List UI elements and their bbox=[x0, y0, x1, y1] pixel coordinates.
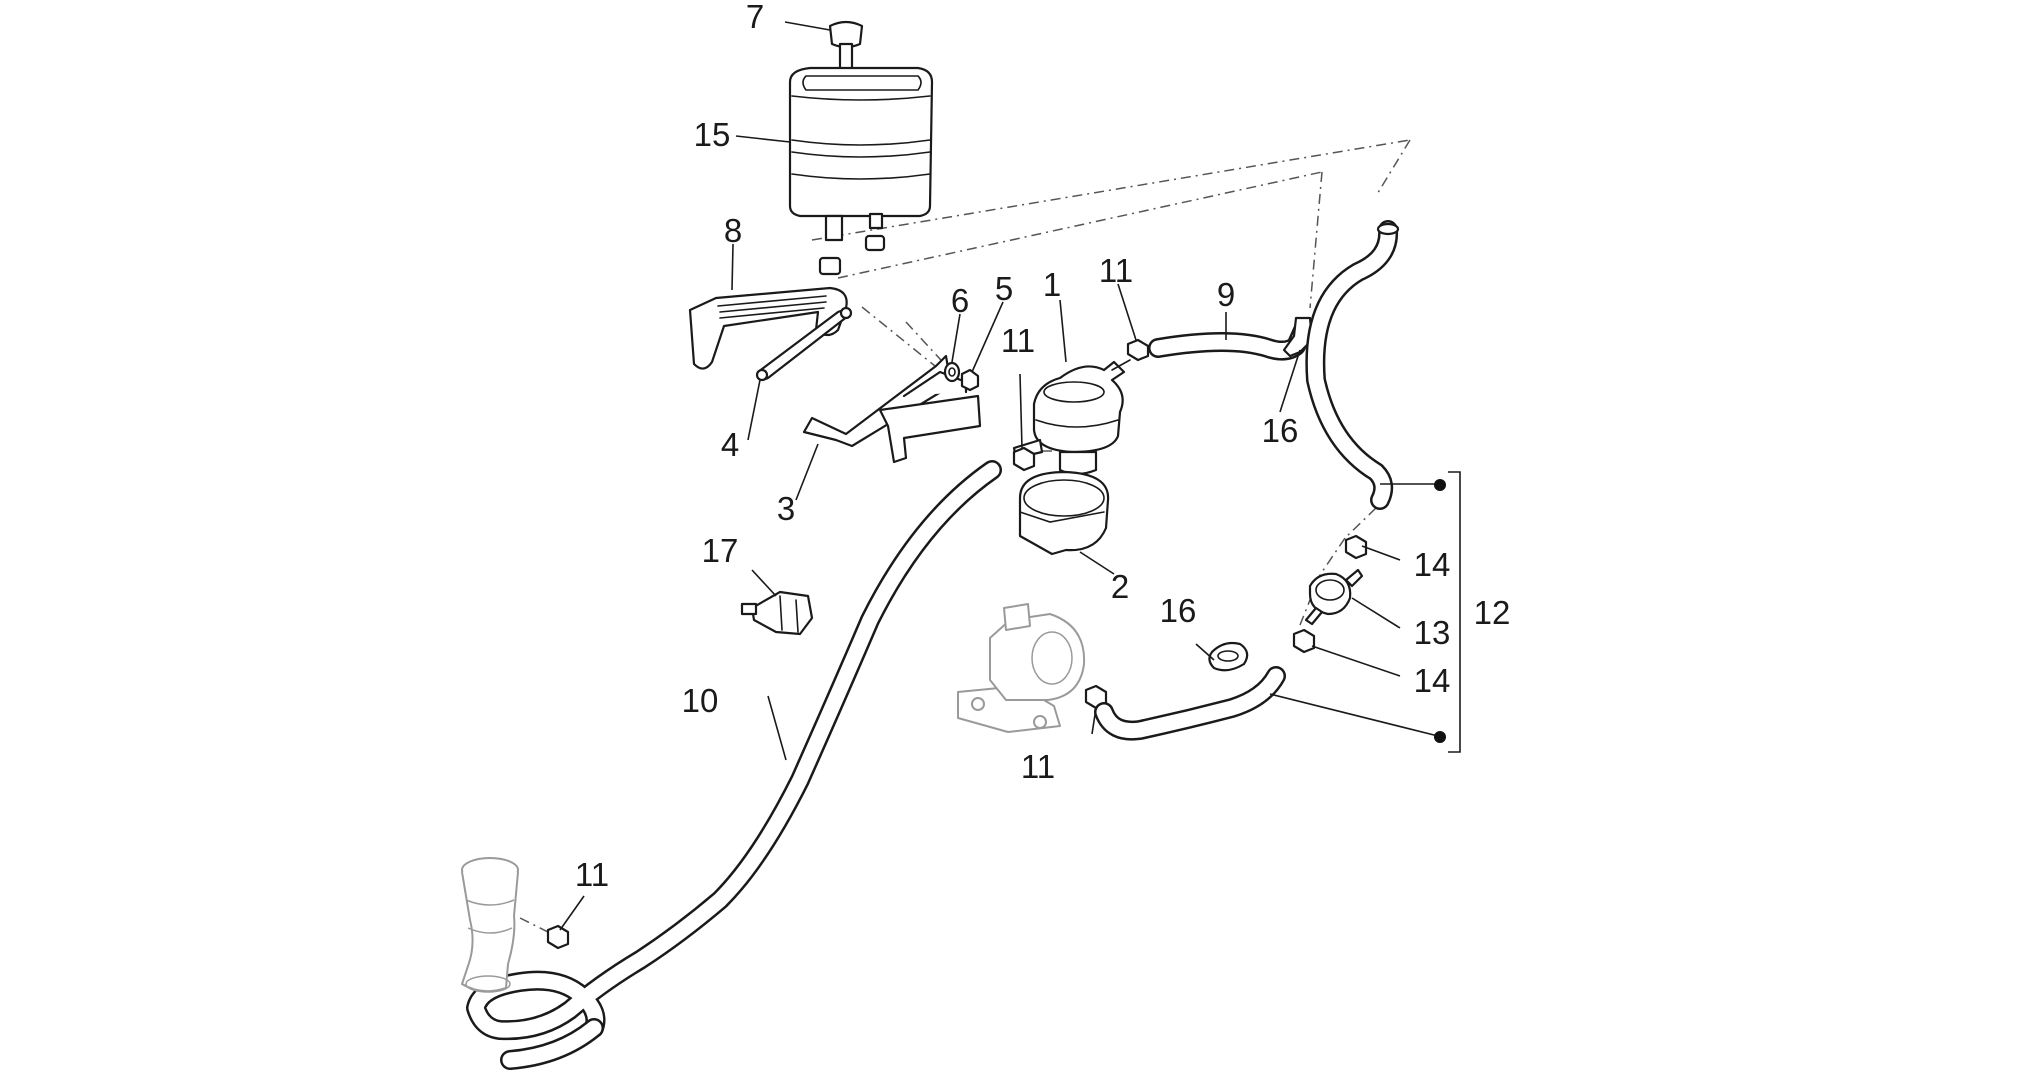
callout-11: 11 bbox=[1021, 748, 1055, 785]
assembly-lines bbox=[519, 139, 1411, 937]
part-2-clamp bbox=[1018, 470, 1110, 556]
part-14-clamp-upper bbox=[1344, 534, 1368, 560]
part-1-filter bbox=[1012, 359, 1131, 476]
part-5-nut bbox=[960, 368, 980, 392]
callout-2: 2 bbox=[1111, 568, 1129, 605]
callout-1: 1 bbox=[1043, 266, 1061, 303]
callout-11: 11 bbox=[1001, 322, 1035, 359]
callout-13: 13 bbox=[1414, 614, 1451, 651]
part-8-strap bbox=[688, 286, 848, 370]
part-12-hose-lower bbox=[1094, 666, 1286, 741]
callout-7: 7 bbox=[746, 0, 764, 35]
filler-neck-ghost bbox=[461, 857, 519, 993]
part-13-filter bbox=[1304, 568, 1364, 626]
callout-14: 14 bbox=[1414, 662, 1451, 699]
part-17-connector bbox=[740, 590, 814, 636]
callout-11: 11 bbox=[575, 856, 609, 893]
callout-4: 4 bbox=[721, 426, 739, 463]
callout-5: 5 bbox=[995, 270, 1013, 307]
leader-lines bbox=[559, 21, 1461, 931]
part-6-washer bbox=[943, 361, 961, 383]
callout-16: 16 bbox=[1262, 412, 1299, 449]
callout-17: 17 bbox=[702, 532, 739, 569]
callout-8: 8 bbox=[724, 212, 742, 249]
part-10-hose bbox=[466, 460, 1002, 1070]
callout-16: 16 bbox=[1160, 592, 1197, 629]
callout-14: 14 bbox=[1414, 546, 1451, 583]
part-7-cap bbox=[828, 20, 864, 72]
part-11-clamp-bottom bbox=[546, 924, 570, 950]
part-4-rod bbox=[755, 306, 853, 382]
part-14-clamp-lower bbox=[1292, 628, 1316, 654]
part-9-hose bbox=[1148, 316, 1314, 361]
part-12-hose-upper bbox=[1305, 220, 1400, 510]
throttle-body-ghost bbox=[957, 603, 1086, 733]
callout-3: 3 bbox=[777, 490, 795, 527]
part-15-canister bbox=[788, 66, 934, 276]
callout-10: 10 bbox=[682, 682, 719, 719]
callout-6: 6 bbox=[951, 282, 969, 319]
callout-12: 12 bbox=[1474, 594, 1511, 631]
callouts: 7 15 8 6 5 1 11 9 11 16 4 3 17 2 16 14 1… bbox=[575, 0, 1510, 893]
callout-9: 9 bbox=[1217, 276, 1235, 313]
callout-11: 11 bbox=[1099, 252, 1133, 289]
part-11-clamp-mid bbox=[1012, 446, 1036, 472]
part-11-clamp-top bbox=[1126, 338, 1150, 362]
part-16-grommet bbox=[1208, 641, 1249, 672]
callout-15: 15 bbox=[694, 116, 731, 153]
